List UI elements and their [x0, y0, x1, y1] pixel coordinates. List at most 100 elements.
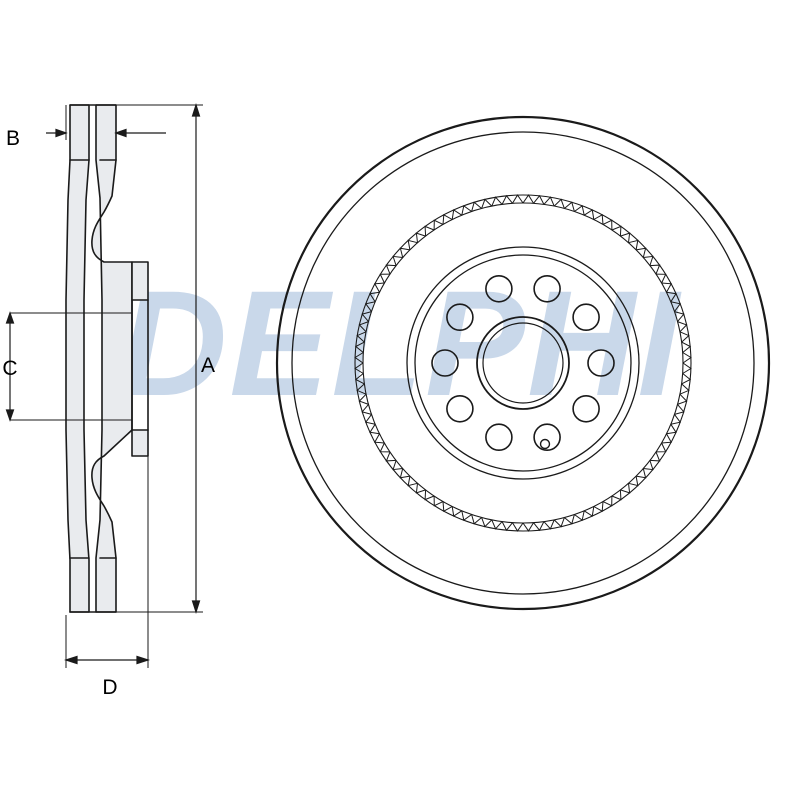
knurl-tooth: [574, 510, 585, 522]
knurl-tooth: [670, 414, 682, 425]
knurl-tooth: [358, 321, 369, 333]
knurl-tooth: [354, 352, 364, 364]
dim-label-c: C: [2, 357, 17, 380]
knurl-tooth: [407, 476, 418, 487]
hub-plate-inner: [414, 254, 632, 472]
knurl-tooth: [424, 489, 435, 501]
bolt-hole: [431, 349, 459, 377]
knurl-tooth: [407, 239, 418, 250]
brand-watermark: DELPHI: [119, 259, 682, 427]
section-hub-face-bottom: [131, 429, 149, 457]
knurl-tooth: [666, 423, 677, 435]
knurl-tooth: [451, 506, 463, 517]
knurl-tooth: [369, 423, 380, 435]
knurl-tooth: [611, 489, 622, 501]
bolt-hole: [485, 274, 513, 303]
knurl-tooth: [682, 352, 692, 364]
watermark-text: DELPHI: [119, 259, 682, 427]
knurl-tooth: [543, 196, 555, 207]
knurl-tooth: [649, 451, 661, 462]
disc-outer-edge: [275, 115, 771, 611]
bolt-hole-group: [431, 274, 615, 452]
knurl-tooth: [670, 301, 682, 312]
dim-d-arrow-left: [64, 655, 78, 665]
knurl-tooth: [661, 433, 673, 444]
knurl-tooth: [583, 209, 595, 220]
disc-friction-inner-edge: [291, 131, 755, 595]
knurl-tooth: [461, 204, 472, 216]
knurl-tooth: [553, 198, 565, 209]
knurl-tooth: [636, 247, 647, 258]
cross-section-view: [65, 104, 149, 613]
knurl-tooth: [681, 373, 692, 385]
knurl-tooth: [574, 204, 585, 216]
section-outer-plate: [65, 104, 90, 613]
dimension-labels: B C A D: [2, 127, 215, 699]
knurl-tooth: [677, 321, 688, 333]
knurl-tooth: [442, 213, 453, 225]
knurl-tooth: [543, 519, 555, 530]
knurl-tooth: [415, 483, 426, 494]
knurl-tooth: [649, 264, 661, 275]
knurl-tooth: [611, 225, 622, 237]
knurl-tooth: [358, 393, 369, 405]
knurl-tooth: [501, 521, 513, 532]
knurl-tooth: [583, 506, 595, 517]
knurl-tooth: [392, 255, 403, 266]
bolt-hole: [533, 423, 561, 452]
knurl-tooth: [522, 522, 534, 532]
knurl-tooth: [533, 194, 545, 205]
center-bore: [476, 316, 570, 410]
knurl-tooth: [681, 341, 692, 353]
knurl-tooth: [379, 273, 391, 284]
knurl-tooth: [491, 196, 503, 207]
knurl-tooth: [361, 311, 372, 322]
knurl-tooth: [602, 219, 613, 231]
bolt-hole: [572, 303, 600, 332]
knurl-tooth: [674, 404, 685, 415]
knurl-tooth: [373, 433, 385, 444]
locating-hole: [539, 438, 551, 450]
knurl-tooth: [399, 247, 410, 258]
dim-label-b: B: [6, 127, 20, 150]
dim-a-arrow-bottom: [191, 600, 201, 614]
knurl-tooth: [602, 495, 613, 507]
knurl-tooth: [481, 198, 493, 209]
knurl-tooth: [655, 442, 667, 453]
knurl-tooth: [364, 301, 376, 312]
knurl-outer-circle: [354, 194, 692, 532]
dim-a-arrow-top: [191, 103, 201, 117]
dimension-lines: [5, 103, 203, 668]
knurl-tooth: [379, 442, 391, 453]
bolt-hole: [587, 349, 615, 377]
bolt-hole: [446, 394, 474, 423]
knurl-tooth: [354, 362, 364, 374]
knurl-tooth: [364, 414, 376, 425]
dimension-d: [64, 456, 150, 668]
knurl-tooth: [354, 341, 365, 353]
section-inner-plate: [91, 104, 133, 613]
dimension-c: [5, 311, 132, 422]
knurl-tooth: [636, 468, 647, 479]
bolt-hole: [485, 423, 513, 452]
dimension-a: [116, 103, 203, 614]
knurl-tooth: [399, 468, 410, 479]
dimension-b: [46, 105, 166, 140]
knurl-tooth: [451, 209, 463, 220]
hub-plate-outer: [406, 246, 640, 480]
knurl-tooth: [433, 219, 444, 231]
knurl-tooth: [512, 522, 524, 532]
bolt-hole: [533, 274, 561, 303]
knurl-tooth: [471, 514, 482, 525]
dim-c-arrow-bottom: [5, 409, 15, 422]
knurl-tooth: [593, 213, 604, 225]
knurl-tooth: [491, 519, 503, 530]
dim-label-d: D: [102, 676, 117, 699]
dim-b-arrow-right: [114, 128, 127, 138]
knurl-tooth: [628, 239, 639, 250]
dim-c-arrow-top: [5, 311, 15, 324]
knurl-tooth: [553, 517, 565, 528]
bolt-hole: [572, 394, 600, 423]
knurl-tooth: [674, 311, 685, 322]
